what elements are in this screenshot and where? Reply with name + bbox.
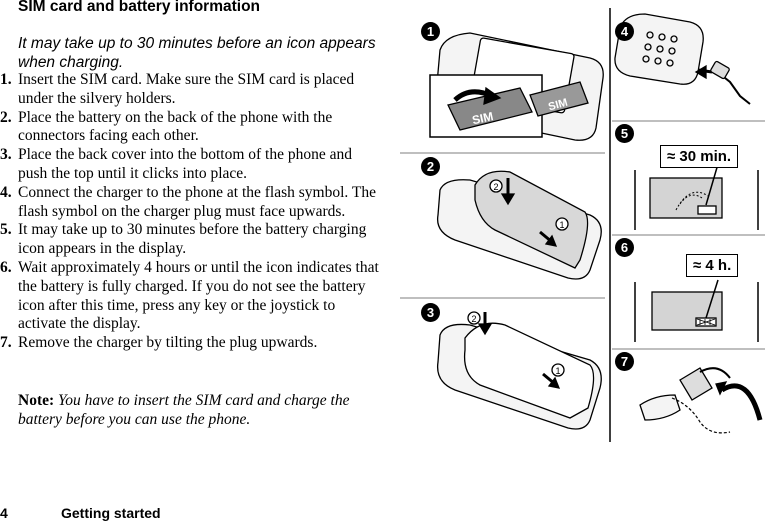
note-label: Note:: [18, 392, 55, 409]
step-number: 2.: [0, 108, 12, 126]
step-badge: 4: [615, 22, 634, 41]
phone-sim-illustration: [429, 32, 604, 141]
step-badge: 7: [615, 352, 634, 371]
step-number: 4.: [0, 183, 12, 201]
display-charging-illustration: [634, 163, 759, 230]
step-text: Connect the charger to the phone at the …: [18, 183, 376, 220]
phone-charger-illustration: [614, 13, 751, 105]
step-item: 7. Remove the charger by tilting the plug…: [0, 334, 382, 353]
step-item: 6. Wait approximately 4 hours or until th…: [0, 259, 382, 334]
step-number: 7.: [0, 334, 12, 352]
display-charged-illustration: [634, 279, 759, 342]
charger-removal-illustration: [639, 367, 763, 434]
sub-step-marker: 1: [555, 366, 560, 376]
callout-4-hours: ≈ 4 h.: [686, 254, 739, 277]
phone-battery-illustration: [436, 170, 602, 280]
sub-step-marker: 2: [493, 182, 498, 192]
section-title: SIM card and battery information: [18, 0, 261, 15]
step-badge: 3: [421, 303, 440, 322]
step-text: It may take up to 30 minutes before the …: [18, 221, 367, 258]
step-number: 6.: [0, 258, 12, 276]
step-item: 3. Place the back cover into the bottom o…: [0, 146, 382, 184]
step-badge: 6: [615, 238, 634, 257]
step-badge: 2: [421, 157, 440, 176]
step-badge: 1: [421, 22, 440, 41]
intro-text: It may take up to 30 minutes before an i…: [18, 35, 376, 71]
sim-card-label: SIM: [471, 109, 495, 127]
sim-card-label: SIM: [547, 97, 569, 114]
step-number: 5.: [0, 221, 12, 239]
step-item: 5. It may take up to 30 minutes before th…: [0, 221, 382, 259]
step-item: 4. Connect the charger to the phone at th…: [0, 184, 382, 222]
step-text: Place the battery on the back of the pho…: [18, 108, 333, 145]
step-number: 1.: [0, 71, 12, 88]
footer-section-title: Getting started: [61, 505, 161, 521]
note: Note: You have to insert the SIM card an…: [18, 391, 380, 429]
step-number: 3.: [0, 146, 12, 164]
sub-step-marker: 1: [559, 220, 564, 230]
step-item: 2. Place the battery on the back of the p…: [0, 109, 382, 147]
illustration-panel: SIM SIM 2 1 2 1: [400, 8, 765, 442]
instruction-steps: 1. Insert the SIM card. Make sure the SIM…: [0, 71, 382, 353]
step-text: Remove the charger by tilting the plug u…: [18, 334, 318, 352]
step-text: Place the back cover into the bottom of …: [18, 146, 353, 182]
callout-30-min: ≈ 30 min.: [660, 145, 739, 168]
step-text: Insert the SIM card. Make sure the SIM c…: [18, 71, 355, 107]
step-item: 1. Insert the SIM card. Make sure the SIM…: [0, 71, 382, 109]
step-badge: 5: [615, 124, 634, 143]
note-text: You have to insert the SIM card and char…: [18, 392, 350, 428]
page-number: 4: [0, 505, 8, 521]
step-text: Wait approximately 4 hours or until the …: [18, 258, 379, 333]
sub-step-marker: 2: [471, 314, 476, 324]
phone-cover-illustration: [436, 311, 602, 430]
